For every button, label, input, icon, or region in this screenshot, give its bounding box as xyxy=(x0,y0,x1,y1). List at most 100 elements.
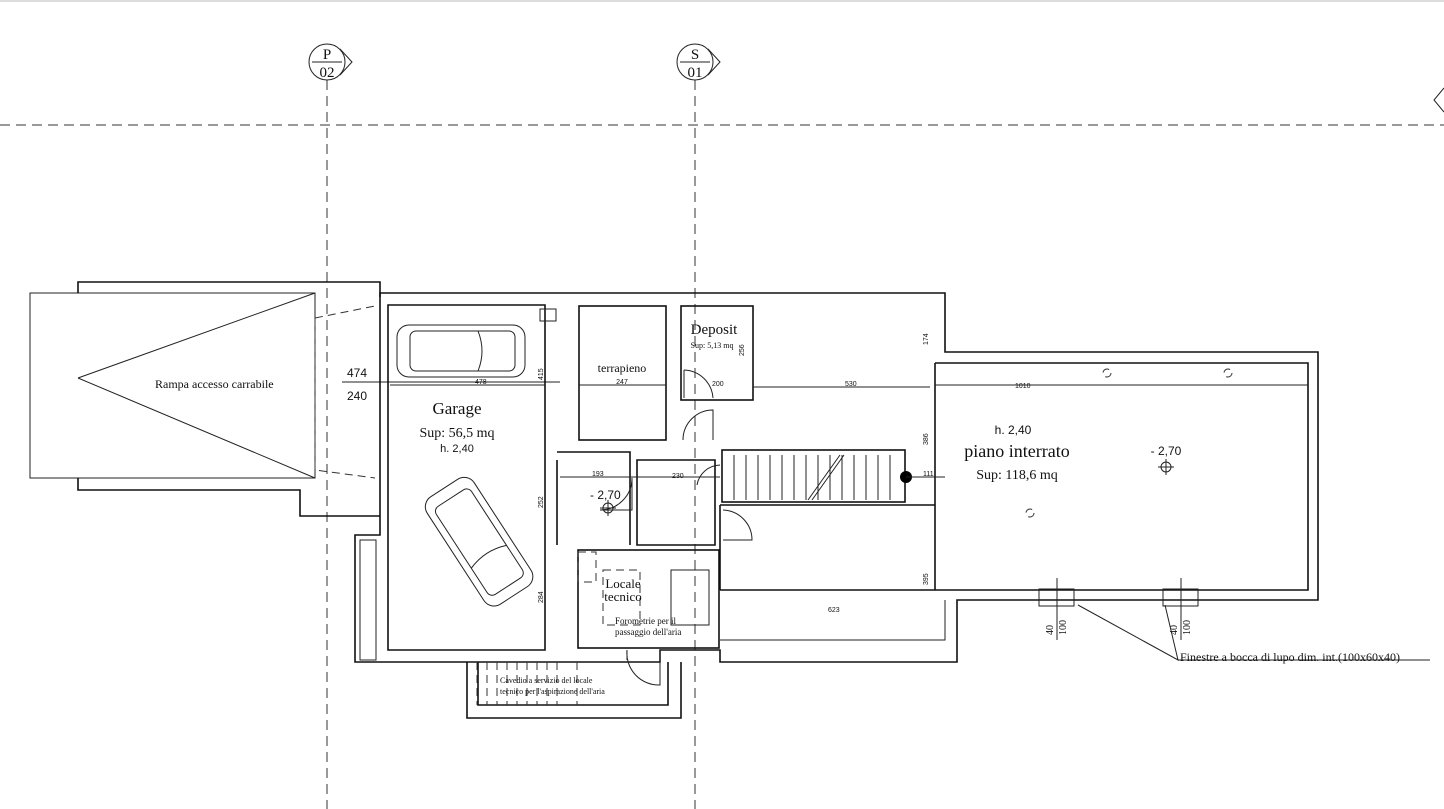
plan-label: 174 xyxy=(923,333,930,345)
plan-line xyxy=(339,48,353,76)
plan-line xyxy=(670,569,710,626)
ramp: Rampa accesso carrabile 474 240 xyxy=(29,281,560,517)
plan-line xyxy=(722,509,753,541)
room-deposit: Deposit Sup: 5,13 mq 256 200 530 xyxy=(680,305,930,401)
plan-label: Cavedio a servizio del locale xyxy=(500,676,593,685)
plan-label: 40 xyxy=(1045,625,1056,635)
plan-line xyxy=(626,649,661,686)
sink-icon xyxy=(539,308,557,322)
plan-label: 100 xyxy=(1058,620,1069,635)
plan-line xyxy=(578,305,667,441)
plan-label: Sup: 5,13 mq xyxy=(691,341,734,350)
plan-label: 623 xyxy=(828,607,840,614)
plan-label: 100 xyxy=(1182,620,1193,635)
plan-label: 111 xyxy=(923,471,934,478)
plan-line xyxy=(676,43,714,81)
plan-label: 240 xyxy=(347,389,367,403)
plan-label: Sup: 118,6 mq xyxy=(976,468,1058,483)
plan-label: 230 xyxy=(672,473,684,480)
plan-label: 252 xyxy=(538,496,545,508)
plan-label: piano interrato xyxy=(964,441,1069,461)
plan-line xyxy=(680,305,754,401)
room-technical: Locale tecnico Forometrie per il passagg… xyxy=(577,549,720,686)
plan-label: 02 xyxy=(320,65,335,81)
plan-line xyxy=(434,488,524,596)
plan-label: passaggio dell'aria xyxy=(615,627,681,637)
plan-line xyxy=(707,48,721,76)
plan-label: terrapieno xyxy=(598,361,647,375)
plan-label: 193 xyxy=(592,471,604,478)
light-well-windows: 40 100 40 100 Finestre a bocca di lupo d… xyxy=(1038,578,1430,664)
plan-label: - 2,70 xyxy=(1151,444,1182,458)
plan-label: 478 xyxy=(475,379,487,386)
plan-line xyxy=(599,477,633,511)
plan-label: Deposit xyxy=(691,322,738,338)
drain-icon xyxy=(1223,368,1233,378)
plan-line xyxy=(556,451,716,546)
plan-line xyxy=(424,476,534,607)
plan-line xyxy=(577,551,597,583)
plan-line xyxy=(600,500,616,516)
plan-label: 415 xyxy=(538,368,545,380)
axis-bubble-p02: P 02 xyxy=(308,43,353,81)
plan-label: Locale xyxy=(605,576,641,591)
plan-line xyxy=(409,330,516,372)
plan-label: P xyxy=(323,47,331,63)
plan-line xyxy=(720,600,946,641)
plan-label: 256 xyxy=(739,344,746,356)
plan-label: 247 xyxy=(616,379,628,386)
plan-line xyxy=(602,569,641,626)
plan-line xyxy=(354,292,1319,663)
plan-line xyxy=(470,544,507,569)
plan-label: tecnico xyxy=(604,589,642,604)
plan-line xyxy=(308,43,346,81)
plan-label: 474 xyxy=(347,366,367,380)
car-icon xyxy=(396,324,526,378)
plan-line xyxy=(807,454,845,501)
plan-label: 200 xyxy=(712,381,724,388)
car-icon xyxy=(424,476,534,607)
drain-icon xyxy=(1025,508,1035,518)
ventilation-shaft: Cavedio a servizio del locale tecnico pe… xyxy=(466,662,682,719)
plan-label: Rampa accesso carrabile xyxy=(155,377,274,391)
corridor: 193 230 - 2,70 xyxy=(556,409,753,546)
room-terrapieno: terrapieno 247 xyxy=(578,305,667,441)
drain-icon xyxy=(1102,368,1112,378)
plan-line xyxy=(696,464,721,486)
plan-line xyxy=(77,281,381,517)
axis-bubble-partial xyxy=(1433,87,1444,113)
plan-line xyxy=(733,455,891,500)
plan-label: S xyxy=(691,47,699,63)
plan-label: h. 2,40 xyxy=(995,423,1032,437)
staircase: 111 xyxy=(721,449,945,503)
plan-line xyxy=(466,662,682,719)
plan-line xyxy=(396,324,526,378)
plan-label: Sup: 56,5 mq xyxy=(419,426,494,441)
plan-label: h. 2,40 xyxy=(440,443,474,455)
plan-label: 530 xyxy=(845,381,857,388)
axis-bubble-s01: S 01 xyxy=(676,43,721,81)
plan-label: Finestre a bocca di lupo dim. int.(100x6… xyxy=(1180,650,1400,664)
plan-line xyxy=(683,369,714,399)
level-marker-icon xyxy=(1158,459,1174,475)
plan-line xyxy=(682,409,714,441)
plan-line xyxy=(77,292,316,479)
plan-label: Garage xyxy=(432,399,481,418)
plan-label: 1010 xyxy=(1015,383,1031,390)
plan-label: Forometrie per il xyxy=(615,616,676,626)
plan-label: 395 xyxy=(923,573,930,585)
plan-label: - 2,70 xyxy=(590,488,621,502)
room-garage: 478 Garage Sup: 56,5 mq h. 2,40 415 252 … xyxy=(390,308,557,607)
plan-line xyxy=(577,549,720,649)
plan-line xyxy=(1077,604,1430,661)
plan-line xyxy=(719,504,935,591)
room-basement: 1010 174 386 395 623 h. 2,40 piano inter… xyxy=(828,333,1233,614)
plan-label: 386 xyxy=(923,433,930,445)
plan-line xyxy=(314,305,376,479)
plan-label: 40 xyxy=(1169,625,1180,635)
plan-line xyxy=(477,330,483,372)
plan-line xyxy=(359,539,377,661)
plan-line xyxy=(387,304,546,651)
plan-label: tecnico per l'aspirazione dell'aria xyxy=(500,687,605,696)
